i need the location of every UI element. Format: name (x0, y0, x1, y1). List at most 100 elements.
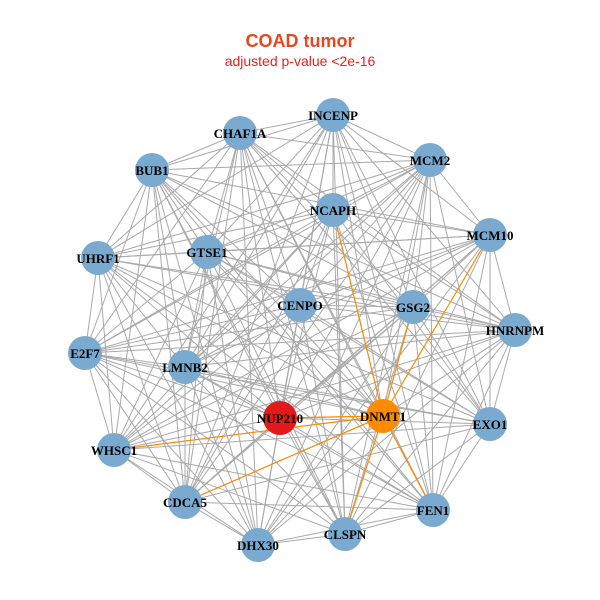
edge (239, 132, 281, 419)
node-circle[interactable] (68, 336, 102, 370)
edge (206, 251, 516, 331)
edge (184, 366, 434, 511)
node-bub1[interactable]: BUB1 (135, 153, 169, 187)
edge (113, 329, 516, 451)
highlight-edge-layer (113, 209, 491, 535)
edge (97, 209, 334, 259)
edge (97, 257, 115, 451)
node-clspn[interactable]: CLSPN (324, 517, 367, 551)
edge (206, 114, 334, 253)
edge (184, 132, 241, 503)
edge (239, 132, 334, 211)
node-circle[interactable] (416, 493, 450, 527)
edge (206, 132, 241, 253)
node-dhx30[interactable]: DHX30 (237, 528, 279, 562)
node-gtse1[interactable]: GTSE1 (186, 235, 228, 269)
edge (113, 209, 334, 451)
edge (184, 209, 334, 368)
node-circle[interactable] (168, 485, 202, 519)
edge (432, 423, 491, 511)
node-nup210[interactable]: NUP210 (257, 401, 303, 435)
node-ncaph[interactable]: NCAPH (310, 193, 356, 227)
edge (239, 132, 491, 425)
node-exo1[interactable]: EXO1 (473, 407, 508, 441)
edge (151, 169, 186, 503)
node-whsc1[interactable]: WHSC1 (91, 433, 137, 467)
node-e2f7[interactable]: E2F7 (68, 336, 102, 370)
node-label: CHAF1A (214, 126, 267, 141)
node-cdca5[interactable]: CDCA5 (163, 485, 208, 519)
edge (299, 159, 431, 306)
node-circle[interactable] (81, 241, 115, 275)
chart-subtitle: adjusted p-value <2e-16 (225, 53, 376, 69)
node-circle[interactable] (283, 288, 317, 322)
node-circle[interactable] (473, 407, 507, 441)
edge (344, 423, 491, 535)
edge (332, 114, 414, 308)
node-circle[interactable] (263, 401, 297, 435)
node-circle[interactable] (168, 350, 202, 384)
edge (332, 114, 431, 161)
node-circle[interactable] (316, 193, 350, 227)
node-dnmt1[interactable]: DNMT1 (360, 399, 406, 433)
node-mcm2[interactable]: MCM2 (410, 143, 450, 177)
edge (344, 329, 516, 535)
node-hnrnpm[interactable]: HNRNPM (486, 313, 545, 347)
edge (239, 132, 516, 331)
node-circle[interactable] (473, 218, 507, 252)
edge (257, 159, 431, 546)
node-mcm10[interactable]: MCM10 (467, 218, 514, 252)
edge (206, 251, 434, 511)
edge (412, 159, 431, 308)
edge (332, 209, 346, 535)
edge (84, 352, 186, 503)
edge-highlight (332, 209, 384, 417)
node-uhrf1[interactable]: UHRF1 (76, 241, 120, 275)
node-incenp[interactable]: INCENP (308, 98, 358, 132)
node-circle[interactable] (413, 143, 447, 177)
node-circle[interactable] (135, 153, 169, 187)
edge (412, 234, 491, 308)
node-fen1[interactable]: FEN1 (416, 493, 450, 527)
edge (113, 417, 281, 451)
edge (84, 352, 491, 425)
edge (184, 209, 334, 503)
edge (184, 366, 384, 417)
node-circle[interactable] (498, 313, 532, 347)
edge (113, 449, 346, 535)
edge (184, 366, 281, 419)
node-chaf1a[interactable]: CHAF1A (214, 116, 267, 150)
edge (97, 257, 434, 511)
node-lmnb2[interactable]: LMNB2 (162, 350, 208, 384)
edge-highlight (279, 415, 384, 419)
edge (184, 304, 301, 503)
edge (184, 366, 259, 546)
node-circle[interactable] (223, 116, 257, 150)
node-gsg2[interactable]: GSG2 (396, 290, 430, 324)
edge (97, 257, 186, 368)
node-circle[interactable] (316, 98, 350, 132)
node-circle[interactable] (97, 433, 131, 467)
node-circle[interactable] (366, 399, 400, 433)
edge (382, 329, 516, 417)
node-circle[interactable] (241, 528, 275, 562)
node-circle[interactable] (190, 235, 224, 269)
edge (97, 257, 259, 546)
edge (184, 306, 414, 503)
node-circle[interactable] (328, 517, 362, 551)
node-cenpo[interactable]: CENPO (277, 288, 323, 322)
edge (279, 417, 434, 511)
edge (151, 169, 301, 306)
edge (299, 234, 491, 306)
edge (97, 257, 186, 503)
node-label: MCM2 (410, 153, 450, 168)
edge (113, 159, 431, 451)
edge (382, 159, 431, 417)
edge (113, 449, 434, 511)
edge (184, 159, 431, 503)
edge (332, 209, 434, 511)
edge (84, 209, 334, 354)
edge-highlight (113, 415, 384, 451)
node-circle[interactable] (396, 290, 430, 324)
node-label: CDCA5 (163, 495, 208, 510)
